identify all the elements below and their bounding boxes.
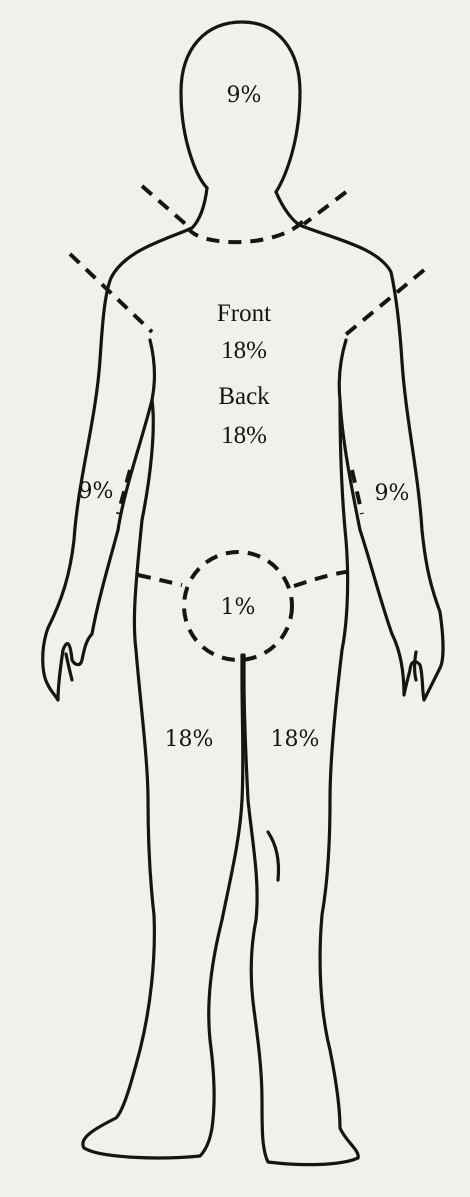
left-thumb: [64, 652, 74, 682]
right-thumb: [412, 650, 418, 682]
region-boundaries: [68, 184, 426, 662]
left-inner-arm: [148, 338, 157, 402]
right-inner-arm: [337, 338, 348, 402]
left-hip-boundary: [137, 573, 183, 587]
left-arm-percent-label: 9%: [375, 481, 410, 506]
right-hip-boundary: [293, 569, 353, 588]
body-outline: [41, 20, 445, 1167]
right-side-outline: [242, 190, 445, 1167]
groin-percent-label: 1%: [221, 595, 256, 620]
left-shoulder-boundary-upper: [140, 184, 192, 230]
groin-boundary: [182, 550, 294, 662]
torso-back-percent-label: 18%: [221, 422, 267, 449]
head-outline: [179, 20, 302, 194]
right-arm-boundary: [342, 268, 426, 338]
torso-back-label: Back: [218, 383, 270, 410]
right-shoulder-boundary-upper: [302, 190, 348, 226]
left-forearm-mark: [116, 469, 132, 515]
right-arm-percent-label: 9%: [79, 479, 114, 504]
neck-boundary: [186, 218, 306, 245]
left-arm-boundary: [68, 252, 154, 334]
right-forearm-mark: [350, 469, 364, 515]
torso-front-percent-label: 18%: [221, 337, 267, 364]
right-leg-percent-label: 18%: [165, 727, 214, 752]
torso-front-label: Front: [217, 300, 271, 327]
knee-crease: [266, 830, 281, 882]
region-labels: 9% Front 18% Back 18% 9% 9% 1% 18% 18%: [79, 83, 410, 752]
left-leg-percent-label: 18%: [271, 727, 320, 752]
left-side-outline: [41, 186, 245, 1160]
head-percent-label: 9%: [227, 83, 262, 108]
